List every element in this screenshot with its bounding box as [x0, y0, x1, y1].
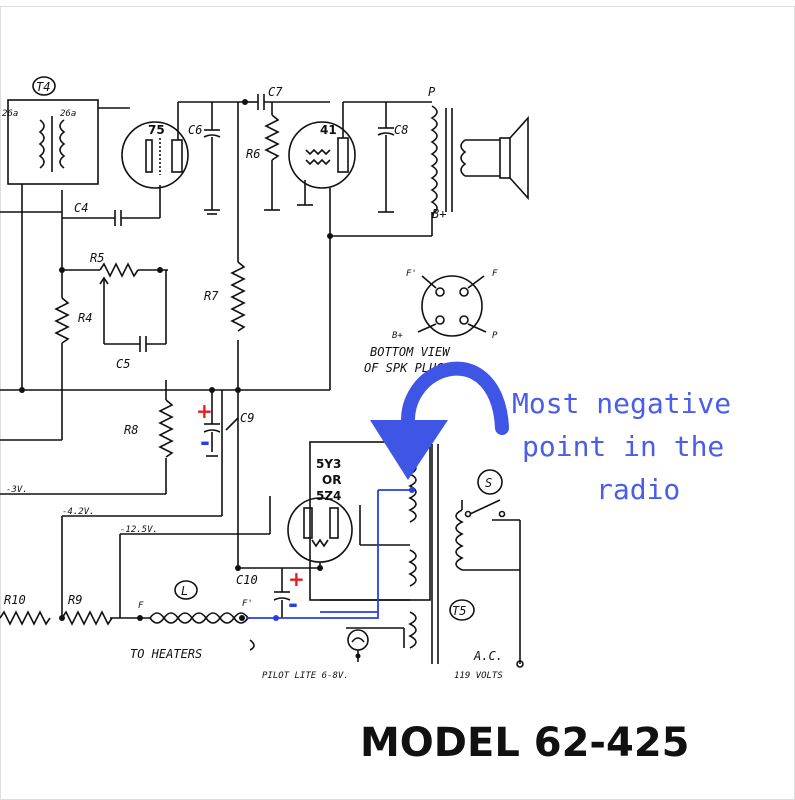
c4-label: C4 — [74, 201, 88, 215]
tube-75-label: 75 — [148, 123, 165, 137]
switch-label: S — [485, 476, 492, 490]
capacitor-c10: C10 — [236, 567, 291, 618]
c10-plus-mark: + — [288, 567, 305, 591]
t5-label: T5 — [452, 604, 466, 618]
pilot-lamp: PILOT LITE 6-8V. — [262, 627, 405, 681]
transformer-t4: T4 26a 26a — [2, 76, 130, 185]
output-transformer: P B+ — [428, 85, 529, 236]
c7-label: C7 — [268, 85, 283, 99]
negative-return-wire — [246, 487, 415, 621]
r5-label: R5 — [90, 251, 104, 265]
plug-b-plus-label: B+ — [392, 331, 403, 341]
to-heaters-label: TO HEATERS — [130, 647, 202, 661]
c8-label: C8 — [394, 123, 408, 137]
resistor-r7: R7 — [204, 102, 246, 568]
capacitor-c6: C6 — [188, 102, 221, 215]
c10-minus-mark: - — [288, 590, 298, 618]
r4-label: R4 — [78, 311, 92, 325]
ac-label-line2: 119 VOLTS — [454, 671, 503, 681]
b-plus-top-label: B+ — [432, 207, 446, 221]
f-prime-label: F' — [242, 599, 253, 609]
capacitor-c9: C9 — [203, 390, 254, 457]
f-left-label: F — [138, 601, 144, 611]
resistor-r8: R8 — [124, 380, 174, 494]
resistor-r9: R9 — [61, 593, 140, 626]
c9-minus-mark: - — [200, 428, 210, 456]
v-minus42-label: -4.2V. — [62, 507, 95, 517]
transformer-t5: T5 — [320, 444, 521, 664]
r7-label: R7 — [204, 289, 219, 303]
resistor-r4: R4 — [54, 297, 92, 440]
v-minus125-label: -12.5V. — [120, 525, 158, 535]
plug-caption-line1: BOTTOM VIEW — [370, 345, 451, 359]
rectifier-tube: 5Y3 OR 5Z4 — [282, 441, 431, 601]
c5-label: C5 — [116, 357, 130, 371]
rectifier-label-line2: OR — [322, 473, 341, 487]
t4-secondary-label-b: 26a — [60, 109, 76, 119]
plug-f-label: F — [492, 269, 498, 279]
r10-label: R10 — [4, 593, 26, 607]
switch-s: S — [464, 469, 506, 518]
annotation-line2: point in the — [522, 430, 724, 463]
pilot-lite-label: PILOT LITE 6-8V. — [262, 671, 349, 681]
c10-label: C10 — [236, 573, 258, 587]
resistor-r5: R5 — [62, 251, 168, 344]
ac-label-line1: A.C. — [473, 649, 503, 663]
annotation-line3: radio — [596, 473, 680, 506]
speaker-plug: F' F B+ P BOTTOM VIEW OF SPK PLUG — [364, 269, 498, 375]
choke-l: L — [140, 580, 250, 624]
c9-label: C9 — [240, 411, 254, 425]
r6-label: R6 — [246, 147, 260, 161]
capacitor-c4: C4 — [62, 201, 160, 226]
tube-41-label: 41 — [320, 123, 337, 137]
tube-41: 41 — [288, 101, 356, 236]
c9-plus-mark: + — [196, 399, 213, 423]
r9-label: R9 — [68, 593, 82, 607]
annotation-arrow — [370, 361, 509, 480]
p-top-label: P — [428, 85, 436, 99]
model-title: MODEL 62-425 — [360, 720, 690, 766]
capacitor-c5: C5 — [104, 270, 167, 371]
tube-75: 75 — [121, 102, 189, 189]
rectifier-label-line1: 5Y3 — [316, 457, 341, 471]
resistor-r10: R10 — [0, 593, 51, 626]
r8-label: R8 — [124, 423, 138, 437]
t4-secondary-label-a: 26a — [2, 109, 18, 119]
capacitor-c8: C8 — [377, 102, 408, 213]
rectifier-label-line3: 5Z4 — [316, 489, 341, 503]
t4-label: T4 — [36, 80, 50, 94]
v-minus3-label: -3V. — [6, 485, 28, 495]
resistor-r6: R6 — [246, 102, 280, 211]
annotation-line1: Most negative — [512, 387, 731, 420]
choke-label: L — [181, 584, 188, 598]
c6-label: C6 — [188, 123, 202, 137]
plug-f-prime-label: F' — [406, 269, 417, 279]
plug-caption-line2: OF SPK PLUG — [364, 361, 443, 375]
plug-p-label: P — [492, 331, 498, 341]
